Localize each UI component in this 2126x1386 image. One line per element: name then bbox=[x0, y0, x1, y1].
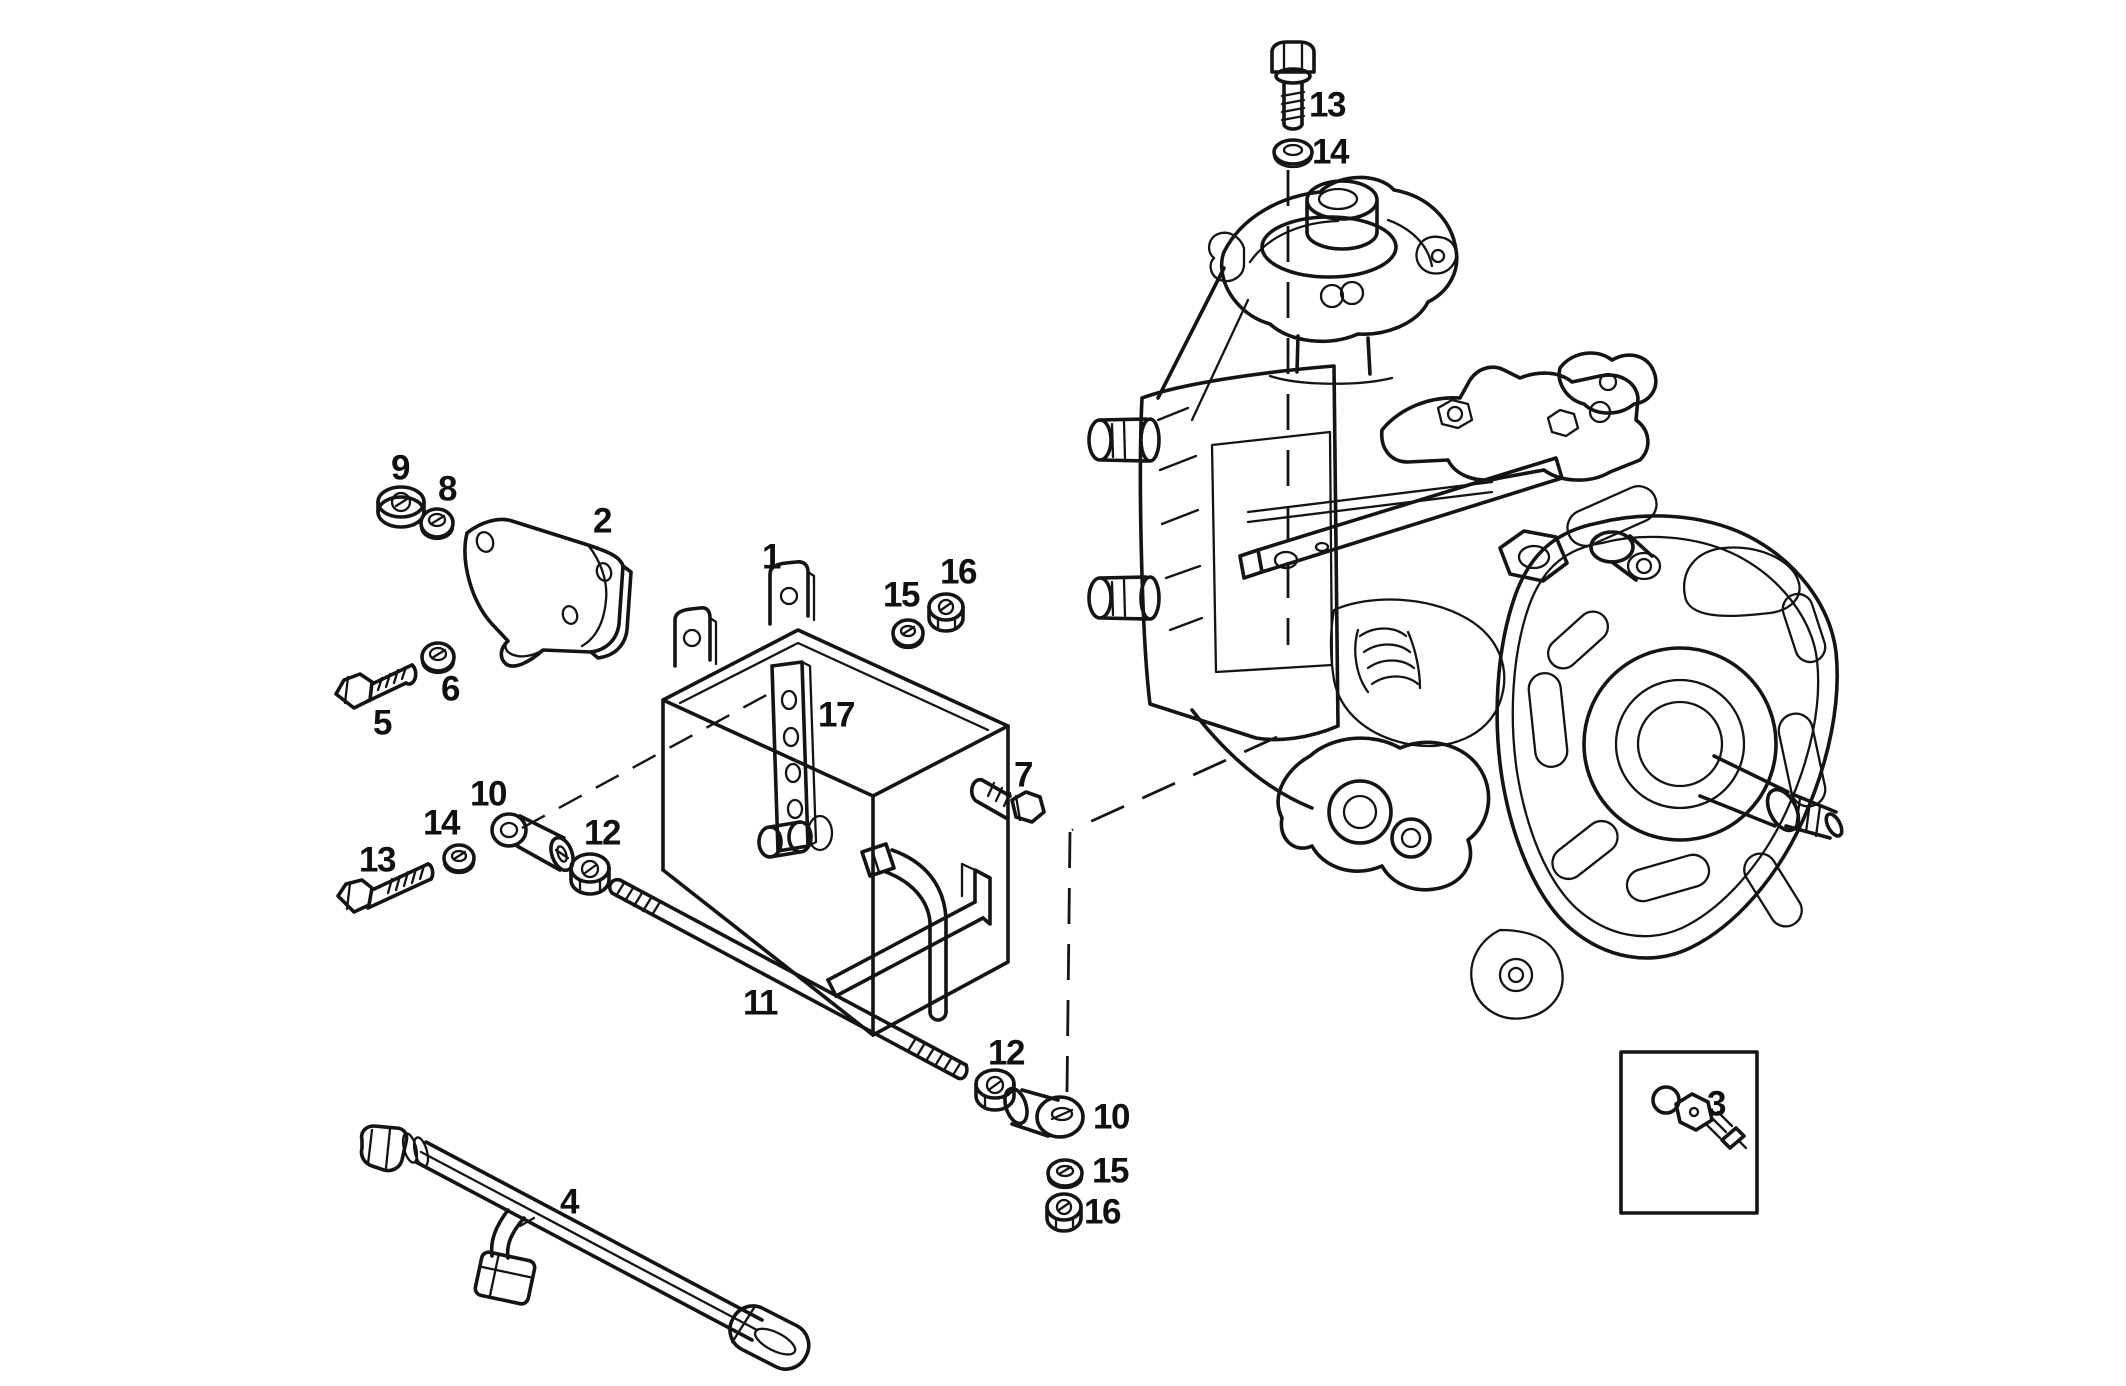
callout-3-inset-fitting: 3 bbox=[1707, 1085, 1726, 1124]
end-connector bbox=[728, 1304, 811, 1371]
washer-14-top bbox=[1272, 138, 1314, 169]
callout-16-nut: 16 bbox=[940, 553, 977, 592]
banjo-fitting-upper-icon bbox=[1087, 417, 1161, 463]
callout-9-flange-nut: 9 bbox=[391, 449, 410, 488]
nut-12-upper bbox=[569, 852, 611, 896]
bolt-13-top bbox=[1270, 40, 1316, 131]
callout-16-nut: 16 bbox=[1084, 1193, 1121, 1232]
leader-lines bbox=[521, 170, 1290, 1093]
callout-10-rod-end: 10 bbox=[470, 775, 507, 814]
wiring-harness-part-4 bbox=[359, 1124, 811, 1371]
callout-13-bolt: 13 bbox=[359, 841, 396, 880]
branch-connector bbox=[473, 1250, 537, 1306]
bottom-boss bbox=[1276, 736, 1491, 892]
governor-cap bbox=[1260, 179, 1398, 279]
head-plugs bbox=[1329, 529, 1662, 748]
washer-6 bbox=[420, 641, 456, 675]
callout-1-support-box: 1 bbox=[762, 538, 781, 577]
governor-cover bbox=[1156, 175, 1459, 422]
washer-8 bbox=[419, 507, 455, 541]
inset-fitting bbox=[1651, 1085, 1748, 1150]
callout-14-washer: 14 bbox=[423, 804, 461, 843]
washer-14-left bbox=[442, 843, 476, 875]
washer-15-lower bbox=[1046, 1158, 1084, 1190]
rod-end-10-upper bbox=[490, 812, 575, 873]
callout-15-washer: 15 bbox=[883, 576, 920, 615]
leader-rod-vertical bbox=[1065, 831, 1072, 1093]
callout-2-mounting-bracket: 2 bbox=[593, 502, 612, 541]
callout-5-bolt: 5 bbox=[373, 704, 392, 743]
bolt-5 bbox=[334, 663, 418, 710]
callout-12-nut: 12 bbox=[584, 814, 621, 853]
leader-rodend-to-strap bbox=[521, 690, 773, 830]
strap-part-17 bbox=[757, 660, 834, 859]
callout-15-washer: 15 bbox=[1092, 1152, 1129, 1191]
callout-10-rod-end: 10 bbox=[1093, 1098, 1130, 1137]
inset-box-frame bbox=[1619, 1050, 1759, 1215]
callout-11-tie-rod: 11 bbox=[743, 984, 778, 1023]
callout-17-adjusting-strap: 17 bbox=[818, 696, 854, 735]
banjo-fitting-lower-icon bbox=[1087, 575, 1161, 621]
callout-13-bolt: 13 bbox=[1309, 86, 1346, 125]
governor-linkage bbox=[1380, 351, 1658, 482]
mounting-flange bbox=[1470, 485, 1844, 1020]
nut-16-lower bbox=[1045, 1192, 1083, 1233]
support-box-part-1 bbox=[661, 560, 1010, 1037]
inset-part-3 bbox=[1619, 1050, 1759, 1215]
pump-body bbox=[1138, 364, 1340, 810]
callout-7-bolt: 7 bbox=[1014, 756, 1032, 795]
nut-9 bbox=[376, 485, 426, 529]
tie-rod-11 bbox=[608, 877, 969, 1081]
bolt-7 bbox=[970, 777, 1046, 824]
box-tab-left bbox=[673, 606, 718, 668]
washer-15-top bbox=[891, 618, 925, 650]
rod-end-10-lower bbox=[1003, 1086, 1085, 1139]
nut-16-top bbox=[927, 592, 965, 633]
callout-8-washer: 8 bbox=[438, 470, 457, 509]
drive-shaft bbox=[1698, 754, 1844, 840]
nut-12-lower bbox=[974, 1068, 1016, 1112]
callout-6-washer: 6 bbox=[441, 670, 460, 709]
leader-pump-to-rod bbox=[1071, 735, 1278, 832]
box-tab-right bbox=[768, 560, 816, 626]
bolt-13-left bbox=[336, 862, 435, 914]
bracket-part-2 bbox=[463, 517, 633, 668]
callout-4-wiring-harness: 4 bbox=[560, 1183, 580, 1222]
callout-12-nut: 12 bbox=[988, 1034, 1025, 1073]
callout-14-washer: 14 bbox=[1312, 133, 1350, 172]
injection-pump bbox=[1087, 175, 1844, 1020]
